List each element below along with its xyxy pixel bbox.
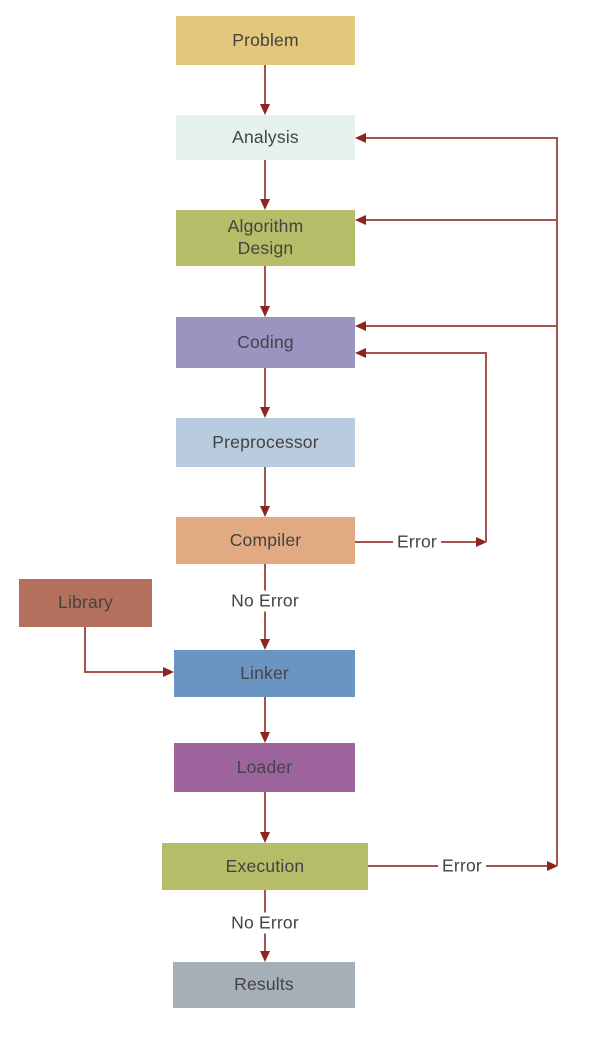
node-problem: Problem xyxy=(176,16,355,65)
arrowhead-down-icon xyxy=(260,506,270,517)
node-execution: Execution xyxy=(162,843,368,890)
arrowhead-down-icon xyxy=(260,951,270,962)
arrowhead-down-icon xyxy=(260,732,270,743)
compiler-error-label: Error xyxy=(393,531,441,553)
arrowhead-left-icon xyxy=(355,348,366,358)
arrowhead-down-icon xyxy=(260,407,270,418)
node-preprocessor: Preprocessor xyxy=(176,418,355,467)
arrowhead-left-icon xyxy=(355,133,366,143)
arrowhead-down-icon xyxy=(260,199,270,210)
node-coding: Coding xyxy=(176,317,355,368)
arrowhead-right-icon xyxy=(476,537,487,547)
execution-error-line-up xyxy=(556,137,558,866)
arrowhead-right-icon xyxy=(547,861,558,871)
arrowhead-left-icon xyxy=(355,215,366,225)
arrowhead-down-icon xyxy=(260,832,270,843)
arrow-problem-analysis xyxy=(264,65,266,104)
execution-no-error-label: No Error xyxy=(227,912,303,934)
execution-error-line-into-coding xyxy=(366,325,556,327)
arrow-analysis-algorithm xyxy=(264,160,266,199)
arrow-algorithm-coding xyxy=(264,266,266,306)
arrowhead-left-icon xyxy=(355,321,366,331)
node-linker: Linker xyxy=(174,650,355,697)
execution-error-label: Error xyxy=(438,855,486,877)
node-algorithm-design: Algorithm Design xyxy=(176,210,355,266)
node-analysis: Analysis xyxy=(176,115,355,160)
compiler-error-line-up xyxy=(485,352,487,542)
arrow-library-linker-horizontal xyxy=(84,671,163,673)
node-compiler: Compiler xyxy=(176,517,355,564)
node-library: Library xyxy=(19,579,152,627)
compiler-no-error-label: No Error xyxy=(227,590,303,612)
arrow-loader-execution xyxy=(264,792,266,832)
arrowhead-down-icon xyxy=(260,306,270,317)
node-loader: Loader xyxy=(174,743,355,792)
arrowhead-down-icon xyxy=(260,639,270,650)
arrowhead-right-icon xyxy=(163,667,174,677)
arrow-library-linker-vertical xyxy=(84,627,86,672)
node-results: Results xyxy=(173,962,355,1008)
execution-error-line-into-algorithm xyxy=(366,219,556,221)
arrowhead-down-icon xyxy=(260,104,270,115)
compiler-error-line-into-coding xyxy=(366,352,485,354)
arrow-linker-loader xyxy=(264,697,266,732)
arrow-coding-preprocessor xyxy=(264,368,266,407)
execution-error-line-into-analysis xyxy=(366,137,556,139)
arrow-preprocessor-compiler xyxy=(264,467,266,506)
